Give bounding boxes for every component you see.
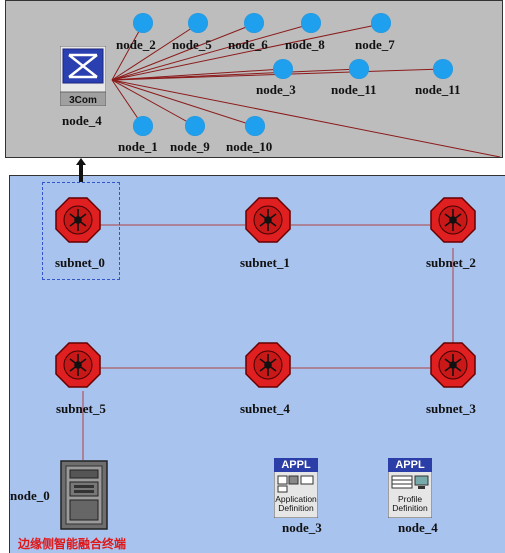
- node-label: node_10: [226, 139, 273, 154]
- appl-header: APPL: [281, 459, 311, 471]
- router-icon[interactable]: [245, 342, 291, 388]
- appl-title: Application Definition: [275, 494, 317, 513]
- profile-definition-node[interactable]: APPL Profile Definition: [387, 457, 433, 519]
- application-definition-node[interactable]: APPL Application Definition: [273, 457, 319, 519]
- node-label: node_11: [331, 82, 377, 97]
- subnet-label: subnet_0: [55, 255, 105, 270]
- workstation-icon[interactable]: [301, 13, 321, 33]
- profile-definition-icon: [387, 457, 433, 519]
- app-def-label: node_3: [282, 520, 322, 535]
- node-label: node_8: [285, 37, 325, 52]
- node-label: node_2: [116, 37, 156, 52]
- subnet-label: subnet_4: [240, 401, 290, 416]
- profile-title: Profile Definition: [392, 494, 428, 513]
- selection-box: [42, 182, 120, 280]
- workstation-icon[interactable]: [273, 59, 293, 79]
- router-icon[interactable]: [430, 197, 476, 243]
- node-label: node_6: [228, 37, 268, 52]
- switch-brand: 3Com: [69, 95, 97, 106]
- workstation-icon[interactable]: [133, 116, 153, 136]
- workstation-icon[interactable]: [133, 13, 153, 33]
- node-label: node_9: [170, 139, 210, 154]
- node-label: node_1: [118, 139, 158, 154]
- workstation-icon[interactable]: [433, 59, 453, 79]
- application-definition-icon: [273, 457, 319, 519]
- node-label: node_3: [256, 82, 296, 97]
- server-caption: 边缘侧智能融合终端: [18, 537, 127, 551]
- node-label: node_5: [172, 37, 212, 52]
- router-icon[interactable]: [245, 197, 291, 243]
- router-icon[interactable]: [55, 342, 101, 388]
- go-to-parent-arrow-icon[interactable]: [76, 158, 86, 182]
- workstation-icon[interactable]: [349, 59, 369, 79]
- subnet-label: subnet_2: [426, 255, 476, 270]
- subnet-label: subnet_3: [426, 401, 476, 416]
- server-icon[interactable]: [60, 460, 108, 530]
- router-icon[interactable]: [430, 342, 476, 388]
- subnet-label: subnet_5: [56, 401, 106, 416]
- server-label: node_0: [10, 488, 50, 503]
- workstation-icon[interactable]: [245, 116, 265, 136]
- node-label: node_7: [355, 37, 395, 52]
- profile-def-label: node_4: [398, 520, 438, 535]
- node-label: node_11: [415, 82, 461, 97]
- router-icon[interactable]: [55, 197, 101, 243]
- workstation-icon[interactable]: [188, 13, 208, 33]
- workstation-icon[interactable]: [244, 13, 264, 33]
- workstation-icon[interactable]: [185, 116, 205, 136]
- switch-label: node_4: [62, 113, 102, 128]
- switch-icon[interactable]: 3Com: [60, 46, 106, 106]
- workstation-icon[interactable]: [371, 13, 391, 33]
- appl-header: APPL: [395, 459, 425, 471]
- subnet-label: subnet_1: [240, 255, 290, 270]
